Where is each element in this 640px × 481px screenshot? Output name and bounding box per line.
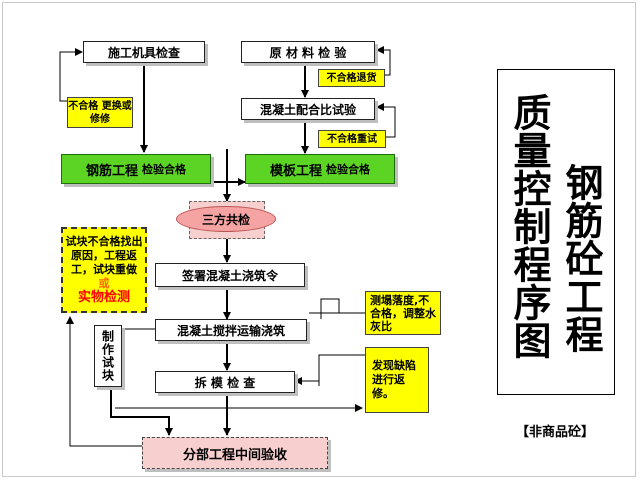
specimen-fail-text: 试块不合格找出原因，工程返工，试块重做 — [65, 235, 143, 276]
specimen-fail-action: 实物检测 — [77, 290, 130, 305]
steel-work-label: 钢筋工程 — [85, 163, 138, 179]
loop-repair — [318, 354, 365, 386]
final-acceptance-box: 分部工程中间验收 — [142, 437, 328, 469]
mix-test-box: 混凝土配合比试验 — [241, 98, 375, 120]
tool-check-label: 施工机具检查 — [107, 45, 180, 60]
tripartite-oval: 三方共检 — [176, 206, 276, 232]
title-col-right: 钢筋砼工程 — [559, 163, 603, 353]
loop-specimen — [66, 316, 142, 447]
title-col-right-text: 钢筋砼工程 — [559, 163, 603, 353]
formwork-removal-label: 拆 模 检 查 — [194, 375, 256, 390]
slide: 施工机具检查 原 材 料 检 验 混凝土配合比试验 不合格 更换或修修 不合格退… — [2, 2, 636, 477]
formwork-bar: 模板工程 检验合格 — [245, 154, 395, 184]
material-check-label: 原 材 料 检 验 — [269, 45, 347, 60]
material-check-box: 原 材 料 检 验 — [241, 41, 375, 63]
formwork-removal-box: 拆 模 检 查 — [155, 371, 295, 393]
loop-mix — [376, 103, 396, 138]
title-col-left: 质量控制程序图 — [507, 93, 551, 383]
tool-fail-text: 不合格 更换或修修 — [68, 100, 132, 125]
mix-pour-box: 混凝土搅拌运输浇筑 — [155, 319, 307, 341]
tool-fail-note: 不合格 更换或修修 — [67, 97, 133, 128]
mix-fail-text: 不合格重试 — [327, 133, 377, 145]
mix-fail-note: 不合格重试 — [318, 130, 386, 148]
mix-pour-label: 混凝土搅拌运输浇筑 — [176, 323, 285, 338]
material-fail-text: 不合格退货 — [326, 72, 377, 84]
subtitle: 【非商品砼】 — [499, 421, 611, 441]
flow-connectors — [59, 46, 396, 447]
make-specimen-box: 制作试块 — [94, 325, 122, 387]
tool-check-box: 施工机具检查 — [83, 41, 205, 63]
steel-work-bar: 钢筋工程 检验合格 — [61, 154, 211, 184]
specimen-fail-note: 试块不合格找出原因，工程返工，试块重做 或 实物检测 — [61, 227, 147, 313]
subtitle-text: 【非商品砼】 — [515, 425, 594, 440]
tripartite-label: 三方共检 — [201, 212, 250, 227]
formwork-label: 模板工程 — [269, 163, 322, 179]
defect-repair-text: 发现缺陷进行返修。 — [372, 359, 416, 400]
loop-slump — [320, 298, 365, 319]
title-frame — [497, 69, 615, 395]
sign-order-label: 签署混凝土浇筑令 — [181, 268, 278, 283]
specimen-fail-or: 或 — [98, 277, 110, 290]
defect-repair-note: 发现缺陷进行返修。 — [365, 347, 429, 413]
slump-text: 测塌落度,不合格，调整水 灰比 — [370, 293, 436, 333]
sign-order-box: 签署混凝土浇筑令 — [155, 263, 305, 287]
title-col-left-text: 质量控制程序图 — [507, 93, 551, 359]
make-specimen-label: 制作试块 — [100, 330, 115, 382]
final-acceptance-label: 分部工程中间验收 — [182, 447, 287, 463]
arrow-specimen-to-acceptance — [110, 387, 173, 436]
formwork-suffix: 检验合格 — [326, 163, 370, 176]
material-fail-note: 不合格退货 — [318, 69, 385, 87]
steel-work-suffix: 检验合格 — [142, 163, 186, 176]
mix-test-label: 混凝土配合比试验 — [259, 102, 356, 117]
slump-note: 测塌落度,不合格，调整水 灰比 — [365, 291, 441, 335]
